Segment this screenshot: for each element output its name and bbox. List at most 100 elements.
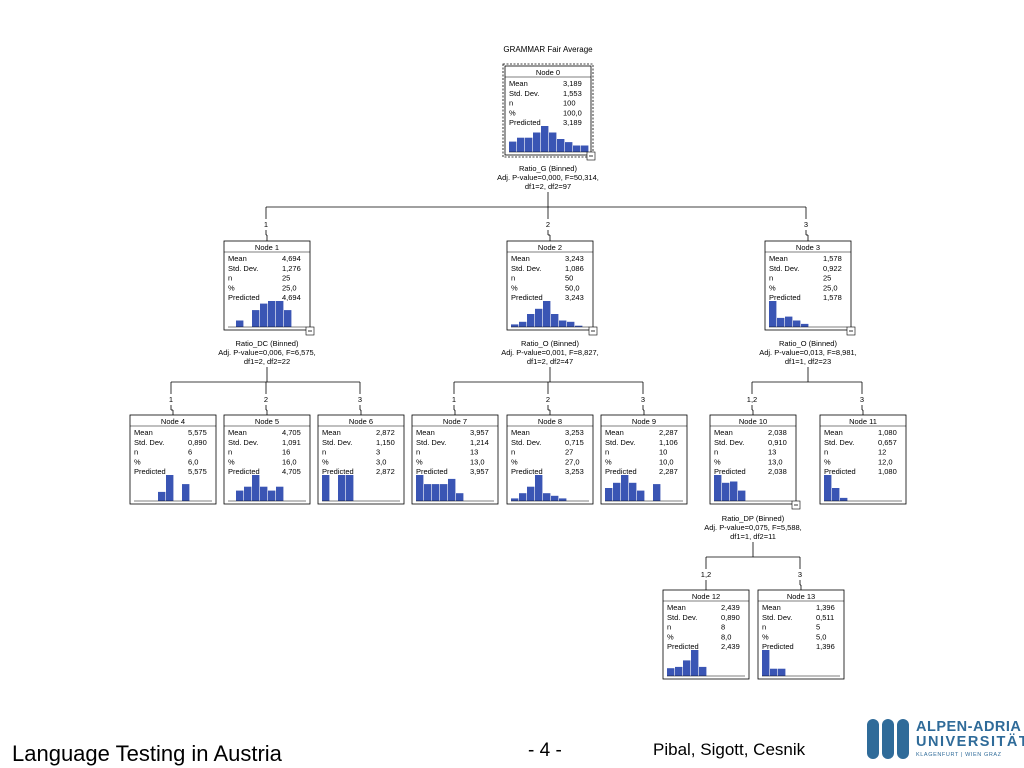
split-pvalue: Adj. P-value=0,013, F=8,981, [759,348,857,357]
stat-value: 0,922 [823,264,842,273]
split-1: Ratio_DC (Binned)Adj. P-value=0,006, F=6… [169,339,362,415]
stat-label: Mean [511,254,530,263]
stat-label: % [605,457,612,466]
histogram-bar [629,482,637,501]
stat-label: % [762,632,769,641]
stat-value: 25 [823,274,831,283]
branch-label: 1 [452,395,456,404]
stat-value: 100,0 [563,108,582,117]
histogram-bar [777,317,785,327]
node-label: Node 1 [255,243,279,252]
stat-value: 13 [470,448,478,457]
node-box [506,414,594,505]
stat-label: Mean [322,428,341,437]
stat-label: n [322,448,326,457]
node-label: Node 5 [255,417,279,426]
stat-value: 12 [878,448,886,457]
stat-label: n [228,448,232,457]
stat-value: 5,0 [816,632,826,641]
histogram-bar [276,301,284,327]
stat-label: Std. Dev. [228,264,258,273]
histogram-bar [714,475,722,501]
logo-text-line2: UNIVERSITÄT [916,734,1024,750]
stat-value: 5,575 [188,467,207,476]
histogram-bar [268,490,276,501]
histogram-bar [511,498,519,501]
histogram-bar [559,320,567,327]
stat-label: Mean [824,428,843,437]
branch-label: 1 [169,395,173,404]
stat-label: Mean [228,254,247,263]
stat-value: 12,0 [878,457,893,466]
split-variable: Ratio_DC (Binned) [236,339,299,348]
stat-label: Predicted [322,467,354,476]
stat-value: 13,0 [470,457,485,466]
histogram-bar [613,482,621,501]
split-df: df1=2, df2=22 [244,357,290,366]
histogram-bar [653,484,661,501]
histogram-bar [824,475,832,501]
stat-value: 3,253 [565,467,584,476]
stat-value: 1,396 [816,642,835,651]
stat-value: 4,705 [282,428,301,437]
stat-label: Mean [228,428,247,437]
stat-label: % [714,457,721,466]
split-df: df1=2, df2=47 [527,357,573,366]
stat-label: Predicted [511,467,543,476]
tree-title: GRAMMAR Fair Average [503,45,593,54]
histogram-bar [832,488,840,501]
stat-value: 2,872 [376,428,395,437]
stat-value: 13 [768,448,776,457]
histogram-bar [543,301,551,327]
histogram-bar [525,137,533,152]
stat-value: 2,439 [721,603,740,612]
stat-value: 27 [565,448,573,457]
histogram-bar [527,314,535,327]
stat-label: Std. Dev. [509,89,539,98]
stat-label: n [824,448,828,457]
split-df: df1=1, df2=23 [785,357,831,366]
logo-mark-icon [867,719,909,759]
stat-label: % [511,283,518,292]
stat-label: Std. Dev. [667,613,697,622]
stat-value: 1,214 [470,438,489,447]
histogram-bar [683,660,691,676]
stat-value: 1,086 [565,264,584,273]
stat-value: 4,705 [282,467,301,476]
histogram-bar [605,488,613,501]
histogram-bar [549,132,557,152]
split-variable: Ratio_DP (Binned) [722,514,785,523]
logo-text-line3: KLAGENFURT | WIEN GRAZ [916,752,1002,758]
stat-label: % [416,457,423,466]
stat-value: 5 [816,623,820,632]
stat-value: 10 [659,448,667,457]
stat-value: 6 [188,448,192,457]
stat-value: 25,0 [823,283,838,292]
stat-value: 0,890 [188,438,207,447]
histogram-bar [424,484,432,501]
split-df: df1=2, df2=97 [525,182,571,191]
stat-label: Mean [714,428,733,437]
stat-label: n [509,99,513,108]
stat-label: Mean [605,428,624,437]
histogram-bar [840,497,848,501]
histogram-bar [517,137,525,152]
histogram-bar [722,482,730,501]
stat-label: % [769,283,776,292]
stat-label: n [134,448,138,457]
logo-text-line1: ALPEN-ADRIA [916,719,1022,735]
histogram-bar [322,475,330,501]
footer-page-number: - 4 - [528,740,562,761]
stat-value: 1,080 [878,428,897,437]
branch-label: 3 [860,395,864,404]
stat-value: 8,0 [721,632,731,641]
stat-label: Mean [769,254,788,263]
stat-value: 3,243 [565,293,584,302]
stat-value: 4,694 [282,293,301,302]
split-pvalue: Adj. P-value=0,006, F=6,575, [218,348,316,357]
